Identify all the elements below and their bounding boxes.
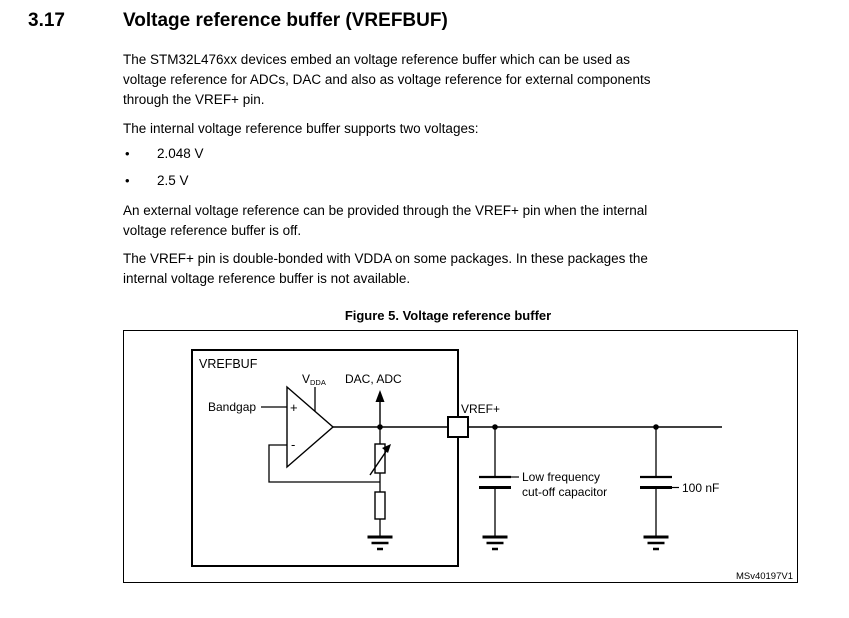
cap2-label: 100 nF	[682, 481, 719, 495]
vrefbuf-block-label: VREFBUF	[199, 357, 258, 371]
paragraph-voltages-lead: The internal voltage reference buffer su…	[123, 121, 479, 136]
bullet-text: 2.048 V	[157, 146, 204, 161]
bandgap-label: Bandgap	[208, 400, 256, 414]
opamp-plus-input: +	[290, 400, 298, 415]
bullet-icon: •	[125, 146, 130, 161]
ground-icon	[643, 535, 669, 551]
paragraph-intro: The STM32L476xx devices embed an voltage…	[123, 52, 651, 107]
vref-pin-label: VREF+	[461, 402, 500, 416]
ground-icon	[482, 535, 508, 551]
section-number: 3.17	[28, 10, 65, 31]
vref-pin-square	[447, 416, 469, 438]
cap1-label-line1: Low frequency	[522, 470, 600, 484]
capacitor-low-frequency	[479, 427, 511, 537]
vrefbuf-block-outline	[191, 349, 459, 567]
variable-resistor	[374, 443, 386, 474]
variable-resistor-arrow-shaft	[369, 449, 388, 476]
figure-caption: Figure 5. Voltage reference buffer	[344, 308, 552, 323]
bullet-item-25: • 2.5 V	[125, 173, 725, 188]
variable-resistor-arrow-icon	[382, 444, 391, 453]
feedback-wire	[268, 444, 380, 483]
schematic-svg: VREFBUF Bandgap VDDA + - DAC, ADC	[123, 330, 798, 583]
bullet-text: 2.5 V	[157, 173, 189, 188]
bullet-icon: •	[125, 173, 130, 188]
bullet-item-2048: • 2.048 V	[125, 146, 725, 161]
cap1-label-line2: cut-off capacitor	[522, 485, 607, 499]
opamp-triangle	[286, 385, 335, 469]
junction-dot	[377, 424, 383, 430]
paragraph-external-ref: An external voltage reference can be pro…	[123, 203, 648, 238]
capacitor-100nf	[640, 427, 672, 537]
opamp-minus-input: -	[291, 437, 295, 452]
figure-voltage-reference-buffer: VREFBUF Bandgap VDDA + - DAC, ADC	[123, 330, 798, 588]
dac-adc-label: DAC, ADC	[345, 372, 402, 386]
paragraph-double-bonded: The VREF+ pin is double-bonded with VDDA…	[123, 251, 648, 286]
page-title: Voltage reference buffer (VREFBUF)	[123, 10, 448, 31]
ground-icon	[367, 535, 393, 551]
figure-border	[123, 330, 798, 583]
vdda-label: VDDA	[302, 372, 326, 387]
figure-reference-code: MSv40197V1	[736, 571, 793, 582]
dac-adc-arrow-icon	[375, 390, 385, 402]
resistor	[374, 491, 386, 520]
